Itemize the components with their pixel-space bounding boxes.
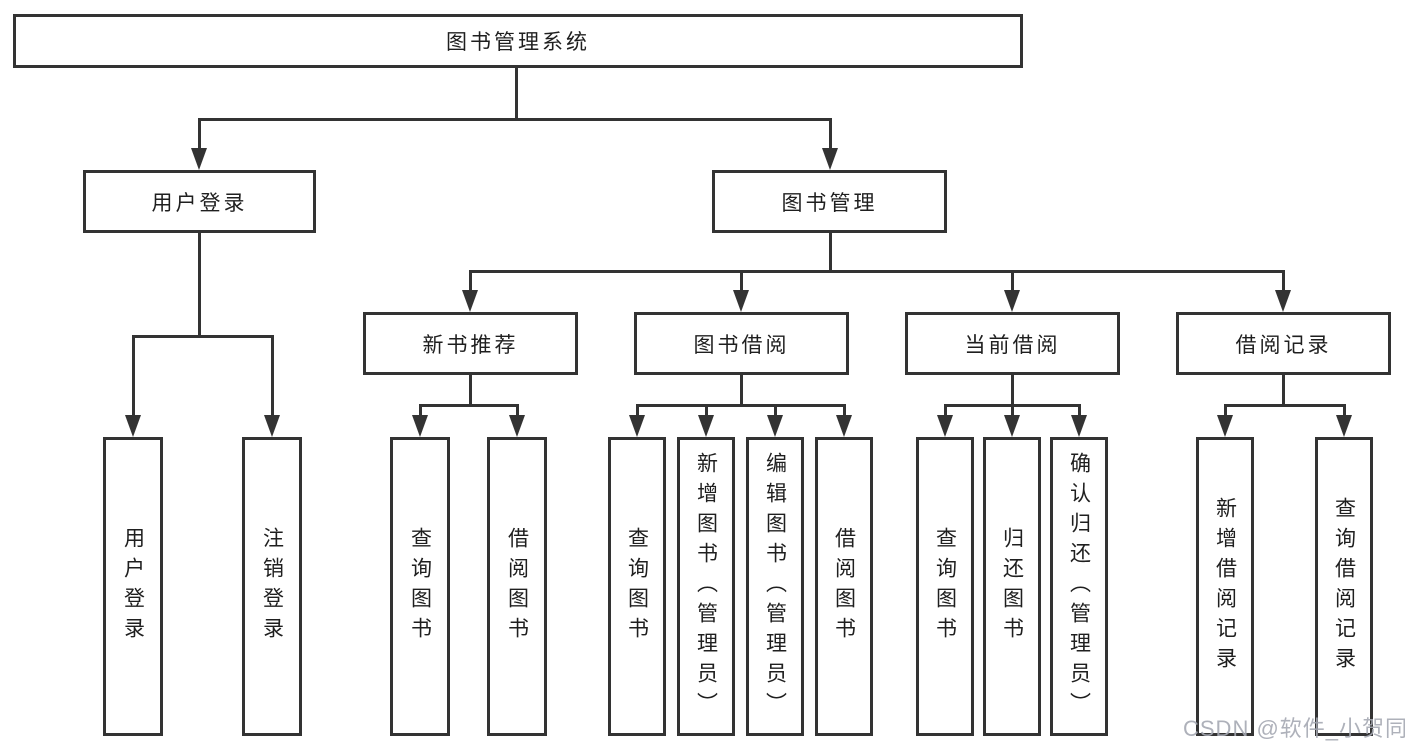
connector-line [1010, 404, 1014, 415]
arrowhead-down-icon [1004, 415, 1020, 437]
arrowhead-down-icon [767, 415, 783, 437]
arrowhead-down-icon [1071, 415, 1087, 437]
arrowhead-down-icon [1217, 415, 1233, 437]
connector-line [469, 270, 1284, 273]
connector-line [1281, 270, 1285, 290]
arrowhead-down-icon [1004, 290, 1020, 312]
node-library-management-system: 图书管理系统 [13, 14, 1023, 68]
connector-line [270, 335, 274, 415]
node-current-borrow: 当前借阅 [905, 312, 1120, 375]
connector-line [1077, 404, 1081, 415]
connector-line [739, 270, 743, 290]
leaf-recommend-borrow-book: 借阅图书 [487, 437, 547, 736]
arrowhead-down-icon [1336, 415, 1352, 437]
leaf-confirm-return-admin: 确认归还（管理员） [1050, 437, 1108, 736]
arrowhead-down-icon [125, 415, 141, 437]
arrowhead-down-icon [937, 415, 953, 437]
arrowhead-down-icon [509, 415, 525, 437]
arrowhead-down-icon [264, 415, 280, 437]
connector-line [198, 233, 201, 335]
connector-line [419, 404, 519, 407]
arrowhead-down-icon [191, 148, 207, 170]
connector-line [943, 404, 947, 415]
node-user-login: 用户登录 [83, 170, 316, 233]
leaf-borrow-book: 借阅图书 [815, 437, 873, 736]
connector-line [198, 118, 832, 121]
connector-line [469, 375, 472, 404]
node-new-book-recommend: 新书推荐 [363, 312, 578, 375]
connector-line [197, 118, 201, 148]
arrowhead-down-icon [733, 290, 749, 312]
connector-line [418, 404, 422, 415]
connector-line [132, 335, 273, 338]
arrowhead-down-icon [836, 415, 852, 437]
node-book-management: 图书管理 [712, 170, 947, 233]
arrowhead-down-icon [462, 290, 478, 312]
leaf-add-book-admin: 新增图书（管理员） [677, 437, 735, 736]
connector-line [468, 270, 472, 290]
connector-line [829, 233, 832, 270]
node-book-borrow: 图书借阅 [634, 312, 849, 375]
csdn-watermark: CSDN @软件_小贺同学 [1183, 716, 1405, 741]
connector-line [1010, 270, 1014, 290]
arrowhead-down-icon [822, 148, 838, 170]
leaf-add-borrow-record: 新增借阅记录 [1196, 437, 1254, 736]
connector-line [1011, 375, 1014, 404]
connector-line [515, 404, 519, 415]
leaf-return-book: 归还图书 [983, 437, 1041, 736]
arrowhead-down-icon [629, 415, 645, 437]
leaf-current-query-book: 查询图书 [916, 437, 974, 736]
connector-line [131, 335, 135, 415]
connector-line [1282, 375, 1285, 404]
leaf-user-login: 用户登录 [103, 437, 163, 736]
leaf-query-borrow-record: 查询借阅记录 [1315, 437, 1373, 736]
connector-line [773, 404, 777, 415]
connector-line [1223, 404, 1227, 415]
leaf-edit-book-admin: 编辑图书（管理员） [746, 437, 804, 736]
connector-line [515, 67, 518, 118]
arrowhead-down-icon [1275, 290, 1291, 312]
connector-line [636, 404, 846, 407]
leaf-recommend-query-book: 查询图书 [390, 437, 450, 736]
connector-line [740, 375, 743, 404]
connector-line [1224, 404, 1345, 407]
connector-line [1342, 404, 1346, 415]
node-borrow-records: 借阅记录 [1176, 312, 1391, 375]
leaf-borrow-query-book: 查询图书 [608, 437, 666, 736]
arrowhead-down-icon [698, 415, 714, 437]
connector-line [704, 404, 708, 415]
arrowhead-down-icon [412, 415, 428, 437]
connector-line [635, 404, 639, 415]
leaf-logout-login: 注销登录 [242, 437, 302, 736]
connector-line [842, 404, 846, 415]
connector-line [828, 118, 832, 148]
